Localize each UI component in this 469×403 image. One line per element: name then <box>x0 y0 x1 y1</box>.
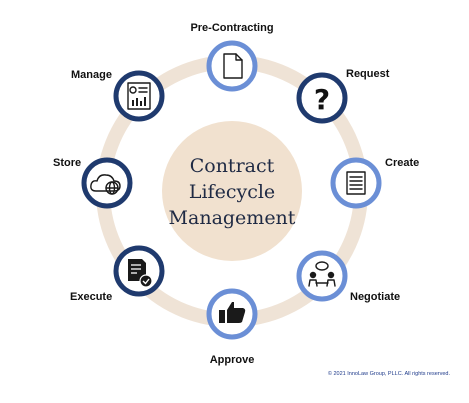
center-title-line-2: Lifecycle <box>189 181 275 203</box>
stage-execute[interactable]: Execute <box>70 245 165 303</box>
center-title-line-3: Management <box>169 207 296 229</box>
center-title-line-1: Contract <box>190 155 275 177</box>
stage-negotiate[interactable]: Negotiate <box>296 250 400 303</box>
stage-label-manage: Manage <box>71 69 112 81</box>
center-disc <box>162 121 302 261</box>
stage-label-pre-contracting: Pre-Contracting <box>190 22 273 34</box>
question-mark-icon: ? <box>314 83 330 116</box>
store-node <box>81 157 133 209</box>
stage-label-store: Store <box>53 157 81 169</box>
request-node <box>296 72 348 124</box>
stage-label-execute: Execute <box>70 291 112 303</box>
stage-label-approve: Approve <box>210 354 255 366</box>
create-node <box>330 157 382 209</box>
copyright-notice: © 2021 InnoLaw Group, PLLC. All rights r… <box>328 370 451 377</box>
report-chart-icon <box>127 82 151 110</box>
stage-create[interactable]: Create <box>330 157 419 209</box>
stage-request[interactable]: ? Request <box>296 68 390 124</box>
pre-contracting-node <box>206 40 258 92</box>
stage-label-request: Request <box>346 68 390 80</box>
stage-label-negotiate: Negotiate <box>350 291 400 303</box>
signed-document-icon <box>128 259 153 288</box>
stage-label-create: Create <box>385 157 419 169</box>
thumbs-up-icon <box>219 302 246 323</box>
document-text-icon <box>346 171 366 195</box>
stage-pre-contracting[interactable]: Pre-Contracting <box>190 22 274 92</box>
stage-store[interactable]: Store <box>53 157 133 209</box>
svg-text:?: ? <box>314 83 330 116</box>
cloud-storage-icon <box>90 174 121 195</box>
manage-node <box>113 70 165 122</box>
negotiate-node <box>296 250 348 302</box>
stage-manage[interactable]: Manage <box>71 69 165 122</box>
people-meeting-icon <box>308 261 336 287</box>
document-blank-icon <box>223 53 243 79</box>
stage-approve[interactable]: Approve <box>206 288 258 366</box>
